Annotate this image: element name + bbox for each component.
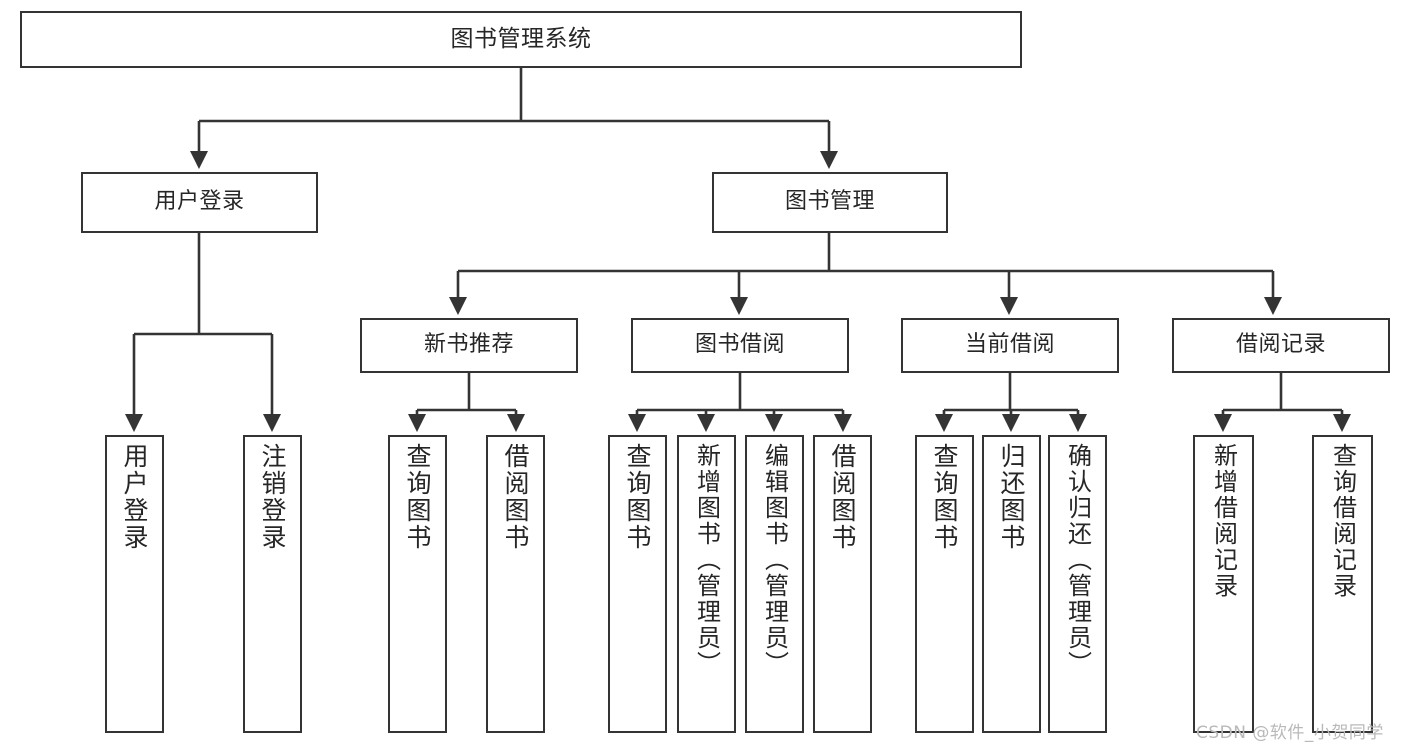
leaf-query-book-current[interactable]: 查询图书 (915, 435, 974, 733)
node-label: 用户登录 (154, 189, 245, 215)
node-label: 图书借阅 (694, 332, 785, 358)
leaf-query-book-borrow[interactable]: 查询图书 (608, 435, 667, 733)
leaf-query-borrow-record[interactable]: 查询借阅记录 (1312, 435, 1373, 733)
node-label: 确认归还（管理员） (1063, 443, 1092, 677)
node-label: 当前借阅 (964, 332, 1055, 358)
node-label: 查询图书 (623, 443, 652, 551)
node-label: 新增借阅记录 (1209, 443, 1238, 599)
leaf-edit-book-admin[interactable]: 编辑图书（管理员） (745, 435, 804, 733)
leaf-add-borrow-record[interactable]: 新增借阅记录 (1193, 435, 1254, 733)
node-new-book-recommend[interactable]: 新书推荐 (360, 318, 578, 373)
leaf-confirm-return-admin[interactable]: 确认归还（管理员） (1048, 435, 1107, 733)
csdn-watermark: CSDN @软件_小贺同学 (1196, 723, 1384, 743)
node-borrow-record[interactable]: 借阅记录 (1172, 318, 1390, 373)
node-label: 借阅记录 (1235, 332, 1326, 358)
node-label: 查询图书 (930, 443, 959, 551)
node-label: 新增图书（管理员） (692, 443, 721, 677)
node-current-borrow[interactable]: 当前借阅 (901, 318, 1119, 373)
node-book-manage[interactable]: 图书管理 (712, 172, 948, 233)
leaf-add-book-admin[interactable]: 新增图书（管理员） (677, 435, 736, 733)
leaf-borrow-book[interactable]: 借阅图书 (813, 435, 872, 733)
node-label: 借阅图书 (501, 443, 530, 551)
node-book-borrow[interactable]: 图书借阅 (631, 318, 849, 373)
node-label: 归还图书 (997, 443, 1026, 551)
leaf-user-login[interactable]: 用户登录 (105, 435, 164, 733)
node-label: 用户登录 (120, 443, 149, 551)
node-user-login[interactable]: 用户登录 (81, 172, 318, 233)
leaf-query-book-new[interactable]: 查询图书 (388, 435, 447, 733)
leaf-user-logout[interactable]: 注销登录 (243, 435, 302, 733)
node-label: 借阅图书 (828, 443, 857, 551)
node-label: 新书推荐 (423, 332, 514, 358)
node-root-book-management-system[interactable]: 图书管理系统 (20, 11, 1022, 68)
node-label: 注销登录 (258, 443, 287, 551)
node-label: 编辑图书（管理员） (760, 443, 789, 677)
node-label: 图书管理 (784, 189, 875, 215)
node-label: 图书管理系统 (450, 25, 592, 52)
leaf-return-book[interactable]: 归还图书 (982, 435, 1041, 733)
leaf-borrow-book-new[interactable]: 借阅图书 (486, 435, 545, 733)
node-label: 查询图书 (403, 443, 432, 551)
node-label: 查询借阅记录 (1328, 443, 1357, 599)
